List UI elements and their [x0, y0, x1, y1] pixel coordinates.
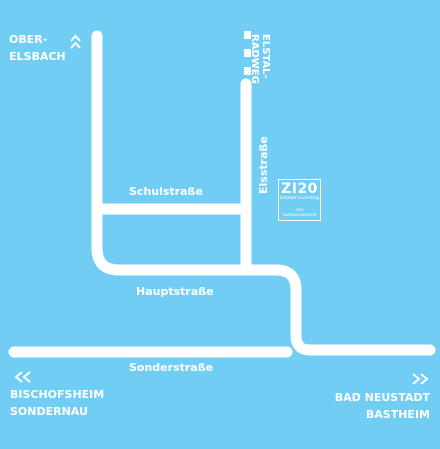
north-arrow-icon	[70, 34, 81, 50]
logo-tagline: zimmer inventing	[279, 196, 320, 201]
road-hauptstrasse	[240, 264, 436, 356]
east-arrow-icon	[409, 370, 429, 385]
radweg-marker	[244, 67, 251, 75]
destination-west-line1: BISCHOFSHEIM	[10, 388, 105, 401]
logo-small: ZI20 MARKUNGSDESIGN	[282, 208, 317, 217]
destination-east: BAD NEUSTADT BASTHEIM	[335, 389, 430, 423]
label-schulstrasse: Schulstraße	[129, 185, 203, 198]
road-oberelsbach	[91, 30, 252, 276]
destination-north: OBER- ELSBACH	[9, 31, 66, 65]
label-elsstrasse: Elsstraße	[257, 136, 270, 194]
west-arrow-icon	[14, 368, 34, 383]
zi20-logo: ZI20 zimmer inventing ZI20 MARKUNGSDESIG…	[278, 179, 321, 221]
destination-north-line1: OBER-	[9, 33, 48, 46]
label-sonderstrasse: Sonderstraße	[129, 361, 214, 374]
destination-east-line1: BAD NEUSTADT	[334, 391, 430, 404]
destination-east-line2: BASTHEIM	[365, 408, 430, 421]
destination-west-line2: SONDERNAU	[10, 405, 88, 418]
label-hauptstrasse: Hauptstraße	[136, 285, 214, 298]
radweg-marker	[244, 49, 251, 57]
destination-north-line2: ELSBACH	[9, 50, 66, 63]
label-elstal-radweg: ELSTAL- RADWEG	[249, 34, 271, 84]
destination-west: BISCHOFSHEIM SONDERNAU	[10, 386, 104, 420]
radweg-marker	[244, 31, 251, 39]
logo-name: ZI20	[281, 181, 318, 197]
